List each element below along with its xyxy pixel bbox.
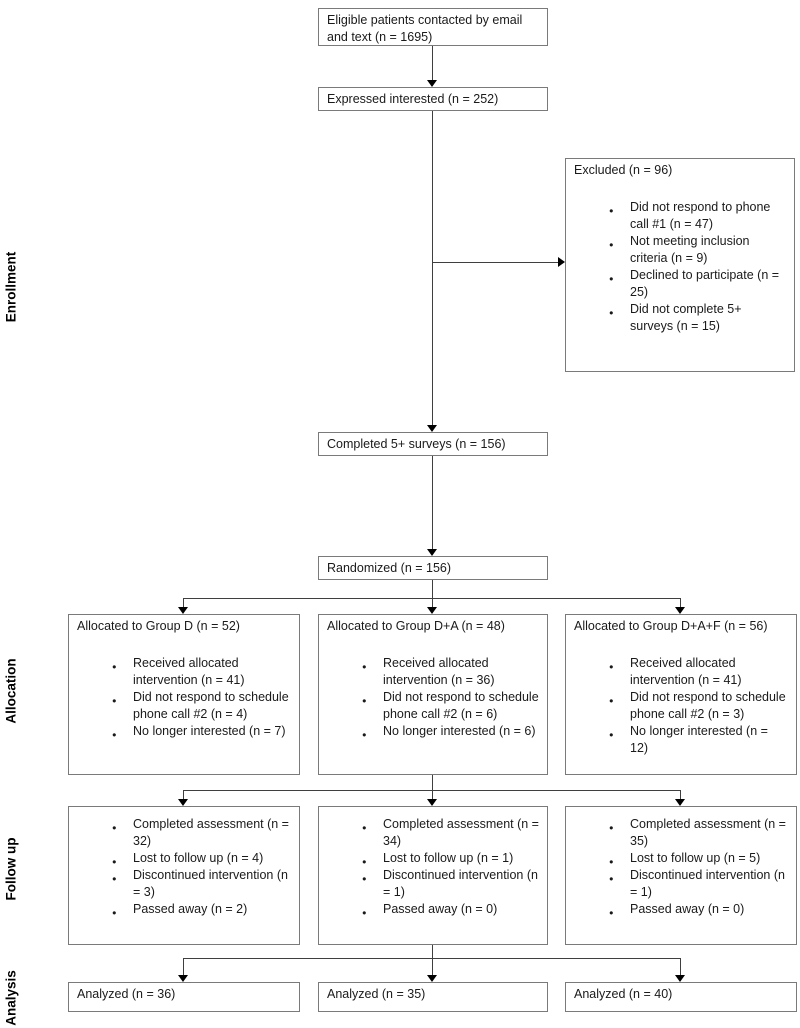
connector-line <box>680 790 681 799</box>
arrowhead-down <box>675 799 685 806</box>
arrowhead-down <box>427 549 437 556</box>
bullet-item: Passed away (n = 2) <box>112 901 291 921</box>
connector-line <box>183 958 184 975</box>
box-completed-surveys: Completed 5+ surveys (n = 156) <box>318 432 548 456</box>
bullet-item: Lost to follow up (n = 1) <box>362 850 539 870</box>
bullet-item: Did not respond to schedule phone call #… <box>362 689 539 723</box>
bullet-item: Discontinued intervention (n = 1) <box>609 867 788 901</box>
arrowhead-down <box>427 975 437 982</box>
stage-label-enrollment: Enrollment <box>3 251 19 323</box>
bullet-item: No longer interested (n = 7) <box>112 723 291 743</box>
connector-line <box>433 262 558 263</box>
bullet-item: Declined to participate (n = 25) <box>609 267 786 301</box>
arrowhead-down <box>427 80 437 87</box>
connector-line <box>432 958 433 975</box>
arrowhead-down <box>178 975 188 982</box>
connector-line <box>183 790 184 799</box>
bullet-item: No longer interested (n = 6) <box>362 723 539 743</box>
bullet-item: Received allocated intervention (n = 36) <box>362 655 539 689</box>
box-analyzed-group-d-a: Analyzed (n = 35) <box>318 982 548 1012</box>
arrowhead-down <box>178 799 188 806</box>
connector-line <box>432 456 433 549</box>
bullet-item: Passed away (n = 0) <box>609 901 788 921</box>
bullet-item: Did not respond to schedule phone call #… <box>112 689 291 723</box>
box-title-group-d-a: Allocated to Group D+A (n = 48) <box>327 619 505 633</box>
allocation-bullet-list: Received allocated intervention (n = 36)… <box>327 655 539 743</box>
box-allocation-group-d: Allocated to Group D (n = 52) Received a… <box>68 614 300 775</box>
bullet-item: Completed assessment (n = 34) <box>362 816 539 850</box>
arrowhead-down <box>178 607 188 614</box>
box-followup-group-d: Completed assessment (n = 32)Lost to fol… <box>68 806 300 945</box>
bullet-item: Received allocated intervention (n = 41) <box>112 655 291 689</box>
box-followup-group-d-a: Completed assessment (n = 34)Lost to fol… <box>318 806 548 945</box>
box-followup-group-d-a-f: Completed assessment (n = 35)Lost to fol… <box>565 806 797 945</box>
connector-line <box>432 775 433 790</box>
arrowhead-down <box>427 799 437 806</box>
connector-line <box>183 598 184 607</box>
bullet-item: Did not respond to schedule phone call #… <box>609 689 788 723</box>
arrowhead-down <box>675 975 685 982</box>
arrowhead-down <box>427 425 437 432</box>
box-allocation-group-d-a-f: Allocated to Group D+A+F (n = 56) Receiv… <box>565 614 797 775</box>
bullet-item: Not meeting inclusion criteria (n = 9) <box>609 233 786 267</box>
box-allocation-group-d-a: Allocated to Group D+A (n = 48) Received… <box>318 614 548 775</box>
connector-line <box>432 598 433 607</box>
stage-label-analysis: Analysis <box>3 970 19 1026</box>
connector-line <box>432 111 433 425</box>
connector-line <box>680 598 681 607</box>
connector-line <box>432 790 433 799</box>
arrowhead-right <box>558 257 565 267</box>
followup-bullet-list: Completed assessment (n = 35)Lost to fol… <box>574 816 788 921</box>
followup-bullet-list: Completed assessment (n = 32)Lost to fol… <box>77 816 291 921</box>
bullet-item: Lost to follow up (n = 4) <box>112 850 291 870</box>
connector-line <box>432 580 433 598</box>
allocation-bullet-list: Received allocated intervention (n = 41)… <box>77 655 291 743</box>
bullet-item: Completed assessment (n = 35) <box>609 816 788 850</box>
followup-bullet-list: Completed assessment (n = 34)Lost to fol… <box>327 816 539 921</box>
bullet-item: Completed assessment (n = 32) <box>112 816 291 850</box>
bullet-item: Did not complete 5+ surveys (n = 15) <box>609 301 786 335</box>
connector-line <box>432 46 433 80</box>
bullet-item: Discontinued intervention (n = 3) <box>112 867 291 901</box>
connector-line <box>680 958 681 975</box>
bullet-item: No longer interested (n = 12) <box>609 723 788 757</box>
bullet-item: Passed away (n = 0) <box>362 901 539 921</box>
stage-label-follow-up: Follow up <box>3 837 19 901</box>
box-eligible-patients: Eligible patients contacted by email and… <box>318 8 548 46</box>
box-title-group-d: Allocated to Group D (n = 52) <box>77 619 240 633</box>
bullet-item: Discontinued intervention (n = 1) <box>362 867 539 901</box>
box-title-excluded: Excluded (n = 96) <box>574 163 673 177</box>
box-expressed-interest: Expressed interested (n = 252) <box>318 87 548 111</box>
box-analyzed-group-d-a-f: Analyzed (n = 40) <box>565 982 797 1012</box>
arrowhead-down <box>675 607 685 614</box>
stage-label-allocation: Allocation <box>3 658 19 724</box>
bullet-item: Did not respond to phone call #1 (n = 47… <box>609 199 786 233</box>
box-excluded: Excluded (n = 96) Did not respond to pho… <box>565 158 795 372</box>
box-randomized: Randomized (n = 156) <box>318 556 548 580</box>
bullet-item: Lost to follow up (n = 5) <box>609 850 788 870</box>
box-analyzed-group-d: Analyzed (n = 36) <box>68 982 300 1012</box>
connector-line <box>432 945 433 958</box>
arrowhead-down <box>427 607 437 614</box>
bullet-item: Received allocated intervention (n = 41) <box>609 655 788 689</box>
box-title-group-d-a-f: Allocated to Group D+A+F (n = 56) <box>574 619 768 633</box>
allocation-bullet-list: Received allocated intervention (n = 41)… <box>574 655 788 757</box>
excluded-bullet-list: Did not respond to phone call #1 (n = 47… <box>574 199 786 335</box>
